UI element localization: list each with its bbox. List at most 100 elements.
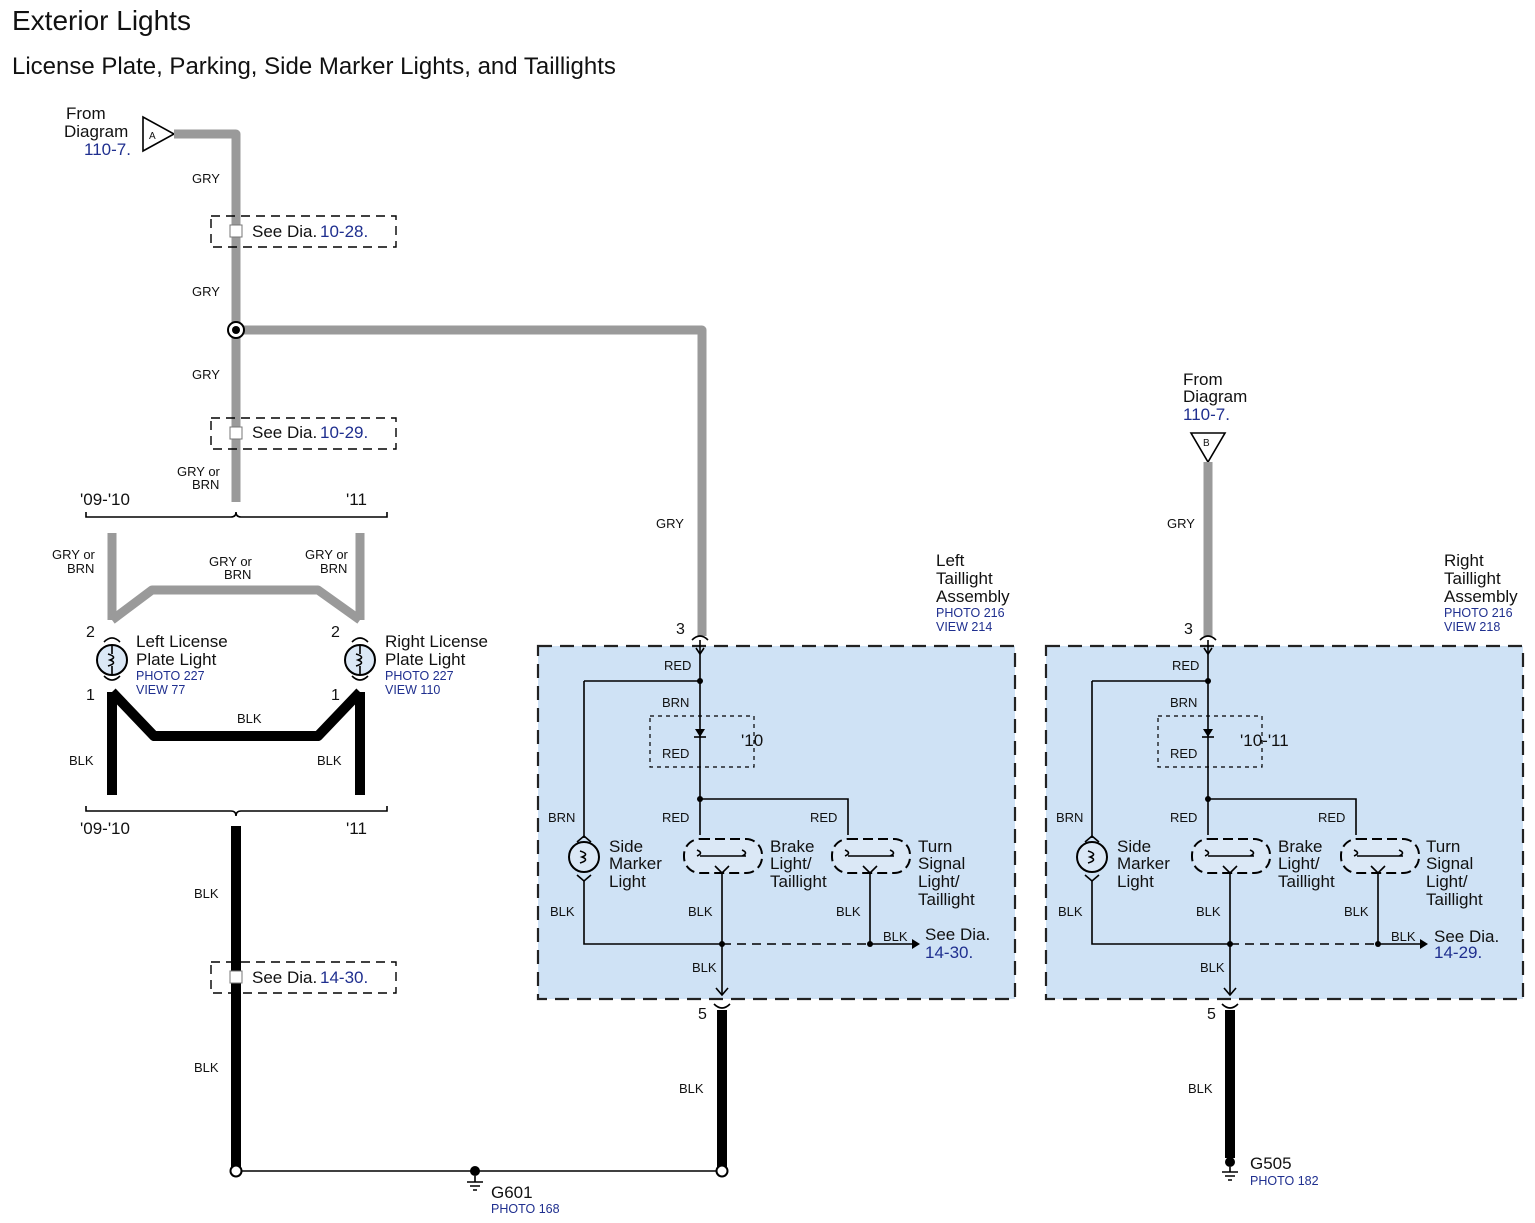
assembly-label: Assembly xyxy=(1444,587,1518,606)
g601-ground[interactable]: G601 PHOTO 168 xyxy=(467,1166,560,1216)
pin-number: 1 xyxy=(331,687,340,704)
right-taillight-assembly[interactable]: Right Taillight Assembly PHOTO 216 VIEW … xyxy=(1044,551,1525,1023)
see-dia-14-30[interactable]: See Dia. 14-30. xyxy=(210,961,397,994)
junction-dot xyxy=(697,796,703,802)
assembly-label: Assembly xyxy=(936,587,1010,606)
page-subtitle: License Plate, Parking, Side Marker Ligh… xyxy=(12,53,616,80)
view-ref-link[interactable]: VIEW 77 xyxy=(136,683,185,697)
g505-ground[interactable]: G505 PHOTO 182 xyxy=(1222,1154,1319,1188)
dashed-box xyxy=(210,215,397,248)
see-dia-ref-link[interactable]: 14-30. xyxy=(320,968,368,987)
see-dia-ref-link[interactable]: 14-30. xyxy=(925,943,973,962)
ground-icon xyxy=(467,1176,483,1191)
component-label: Brake xyxy=(770,837,814,856)
wire-label: BLK xyxy=(1200,960,1225,975)
see-dia-10-29[interactable]: See Dia. 10-29. xyxy=(210,417,397,450)
see-dia-10-28[interactable]: See Dia. 10-28. xyxy=(210,215,397,248)
year-bracket-top xyxy=(85,511,388,518)
diagram-label: Diagram xyxy=(1183,387,1247,406)
component-label: Taillight xyxy=(918,890,975,909)
component-label: Turn xyxy=(918,837,952,856)
component-label: Taillight xyxy=(770,872,827,891)
see-dia-text: See Dia. xyxy=(1434,927,1499,946)
photo-ref-link[interactable]: PHOTO 227 xyxy=(136,669,205,683)
wire-label: RED xyxy=(1170,746,1197,761)
component-label: Brake xyxy=(1278,837,1322,856)
component-label: Side xyxy=(1117,837,1151,856)
diagram-ref-link[interactable]: 110-7. xyxy=(1183,405,1230,424)
from-diagram-a[interactable]: From Diagram 110-7. A xyxy=(64,104,176,159)
diagram-ref-link[interactable]: 110-7. xyxy=(84,140,131,159)
bulb-filament xyxy=(1204,849,1255,857)
wire-label: BLK xyxy=(1344,904,1369,919)
component-label: Taillight xyxy=(1278,872,1335,891)
photo-ref-link[interactable]: PHOTO 168 xyxy=(491,1202,560,1216)
wire-label: BLK xyxy=(1391,929,1416,944)
brake-ground-wire xyxy=(714,865,730,944)
year-label: '11 xyxy=(346,819,367,838)
wire-label: BLK xyxy=(1058,904,1083,919)
wire-label: BLK xyxy=(692,960,717,975)
photo-ref-link[interactable]: PHOTO 216 xyxy=(1444,606,1513,620)
wire-label: BRN xyxy=(662,695,689,710)
see-dia-ref-link[interactable]: 10-29. xyxy=(320,423,368,442)
component-label: Turn xyxy=(1426,837,1460,856)
wire-label: GRY or xyxy=(209,554,253,569)
connector-b-triangle-icon xyxy=(1189,432,1227,464)
photo-ref-link[interactable]: PHOTO 227 xyxy=(385,669,454,683)
wire-label: RED xyxy=(1170,810,1197,825)
wire-break-icon xyxy=(229,224,243,238)
see-dia-text: See Dia. xyxy=(925,925,990,944)
wire-label: BLK xyxy=(688,904,713,919)
wire-label: BRN xyxy=(67,561,94,576)
year-label: '09-'10 xyxy=(80,490,130,509)
dashed-box xyxy=(210,961,397,994)
photo-ref-link[interactable]: PHOTO 182 xyxy=(1250,1174,1319,1188)
ground-bus xyxy=(1091,881,1230,945)
ground-label: G601 xyxy=(491,1183,533,1202)
wire-label: BRN xyxy=(548,810,575,825)
wire-label: BRN xyxy=(1170,695,1197,710)
diode-icon xyxy=(1203,729,1213,737)
component-label: Light xyxy=(609,872,646,891)
photo-ref-link[interactable]: PHOTO 216 xyxy=(936,606,1005,620)
wire-label: BLK xyxy=(883,929,908,944)
pin-connector xyxy=(351,637,369,643)
wire-label: RED xyxy=(662,746,689,761)
arrow-icon xyxy=(576,834,592,843)
left-taillight-assembly[interactable]: Left Taillight Assembly PHOTO 216 VIEW 2… xyxy=(536,516,1017,1023)
bulb-filament xyxy=(1087,850,1095,864)
arrow-icon xyxy=(1420,939,1428,949)
internal-wire xyxy=(1208,798,1357,835)
connector-b-letter: B xyxy=(1203,438,1210,449)
see-dia-ref-link[interactable]: 14-29. xyxy=(1434,943,1482,962)
wire-label: GRY or xyxy=(177,464,221,479)
gry-trunk-wire xyxy=(174,129,241,502)
view-ref-link[interactable]: VIEW 214 xyxy=(936,620,992,634)
diode-option-box xyxy=(1157,715,1263,768)
wire-label: GRY or xyxy=(52,547,96,562)
turn-ground-wire xyxy=(1370,865,1386,944)
ground-icon xyxy=(1222,1167,1238,1181)
ground-point xyxy=(1225,1157,1235,1167)
page-title: Exterior Lights xyxy=(12,5,191,36)
gry-crossover-wire xyxy=(109,585,363,624)
junction-dot xyxy=(697,678,703,684)
year-bracket-bottom xyxy=(85,806,388,817)
component-label: Right License xyxy=(385,632,488,651)
ground-label: G505 xyxy=(1250,1154,1292,1173)
see-dia-ref-link[interactable]: 10-28. xyxy=(320,222,368,241)
assembly-box xyxy=(536,644,1017,1001)
pin-connector xyxy=(1221,1003,1239,1009)
pin-number: 2 xyxy=(86,624,95,641)
right-license-plate-light[interactable]: 2 1 Right License Plate Light PHOTO 227 … xyxy=(331,624,488,704)
from-diagram-b[interactable]: From Diagram 110-7. B xyxy=(1183,370,1247,464)
assembly-box xyxy=(1044,644,1525,1001)
junction-dot xyxy=(1205,796,1211,802)
view-ref-link[interactable]: VIEW 218 xyxy=(1444,620,1500,634)
pin-connector xyxy=(1199,635,1217,646)
component-label: Side xyxy=(609,837,643,856)
left-license-plate-light[interactable]: 2 1 Left License Plate Light PHOTO 227 V… xyxy=(86,624,228,704)
view-ref-link[interactable]: VIEW 110 xyxy=(385,683,440,697)
arrow-icon xyxy=(1084,834,1100,843)
